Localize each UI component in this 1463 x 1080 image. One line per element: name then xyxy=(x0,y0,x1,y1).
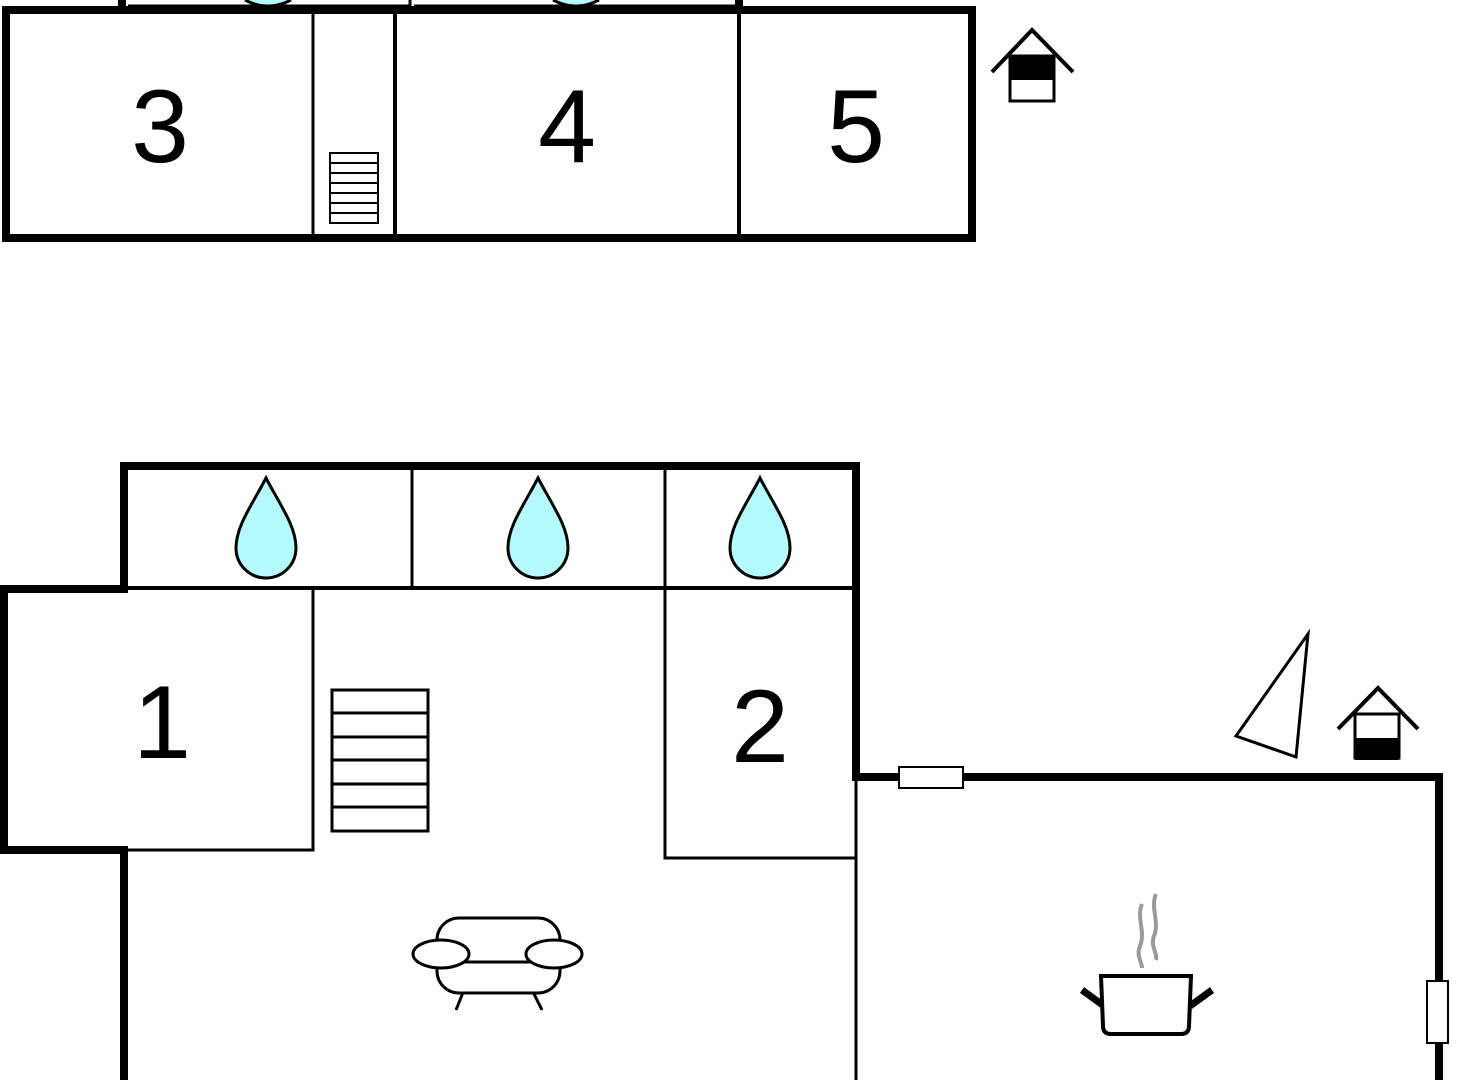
house-entrance-icon xyxy=(1336,685,1420,760)
ground-floor: 1 2 xyxy=(0,462,1449,1080)
room-number-4: 4 xyxy=(538,69,596,185)
sofa-icon xyxy=(411,916,584,1011)
house-entrance-icon xyxy=(990,27,1075,103)
window-icon xyxy=(1426,980,1449,1044)
stairs-icon xyxy=(329,152,379,224)
room-number-3: 3 xyxy=(131,69,189,185)
room-number-1: 1 xyxy=(133,665,191,781)
window-icon xyxy=(898,766,964,789)
water-drop-icon xyxy=(234,474,298,580)
ground-outer-wall xyxy=(0,462,1443,1080)
water-drop-icon xyxy=(506,474,570,580)
compass-north-icon xyxy=(1233,628,1311,760)
cooking-pot-icon xyxy=(1079,893,1215,1036)
water-drop-icon xyxy=(728,474,792,580)
room-number-5: 5 xyxy=(827,69,885,185)
upper-floor: 3 4 5 xyxy=(2,0,1075,242)
stairs-icon xyxy=(330,688,430,833)
upper-outer-wall xyxy=(2,6,976,242)
room-number-2: 2 xyxy=(731,669,789,785)
